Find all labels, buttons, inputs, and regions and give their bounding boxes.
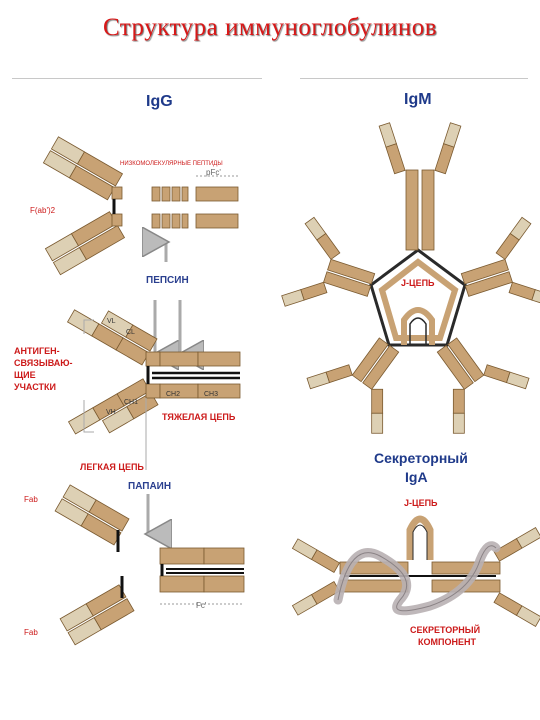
iga-jchain-label: J-ЦЕПЬ [404, 498, 438, 508]
vl-label: VL [107, 318, 116, 325]
secretory-iga-dimer [291, 515, 540, 627]
igm-heading: IgM [404, 91, 432, 108]
ch2-label: CH2 [166, 391, 180, 398]
fab2-label: F(ab')2 [30, 206, 56, 215]
svg-text:СВЯЗЫВАЮ-: СВЯЗЫВАЮ- [14, 358, 73, 368]
igg-heading: IgG [146, 93, 173, 110]
papain-label: ПАПАИН [128, 481, 171, 492]
fab-top-label: Fab [24, 495, 38, 504]
fab-fragment-bottom [59, 576, 135, 646]
antigen-bracket-bottom [83, 400, 94, 433]
secretory-component-outline [337, 545, 497, 612]
svg-text:ЩИЕ: ЩИЕ [14, 370, 36, 380]
pfc-label: pFc' [206, 168, 221, 177]
secretory-component [333, 541, 501, 616]
fab2-fragment [42, 136, 126, 276]
vh-label: VH [106, 409, 116, 416]
igg-molecule [66, 309, 241, 435]
iga-heading-line1: Секреторный [374, 450, 468, 466]
heavy-chain-label: ТЯЖЕЛАЯ ЦЕПЬ [162, 412, 236, 422]
secretory-label-line2: КОМПОНЕНТ [418, 637, 476, 647]
right-divider [300, 78, 528, 79]
left-divider [12, 78, 262, 79]
secretory-label-line1: СЕКРЕТОРНЫЙ [410, 624, 480, 635]
svg-text:УЧАСТКИ: УЧАСТКИ [14, 382, 56, 392]
cl-label: CL [126, 329, 135, 336]
fab-bottom-label: Fab [24, 628, 38, 637]
igm-pentamer [281, 122, 540, 434]
antigen-binding-label: АНТИГЕН- СВЯЗЫВАЮ- ЩИЕ УЧАСТКИ [14, 346, 73, 392]
ch1-label: CH1 [124, 399, 138, 406]
ch3-label: CH3 [204, 391, 218, 398]
pepsin-label: ПЕПСИН [146, 275, 189, 286]
antigen-bracket-top [83, 319, 94, 334]
light-chain-label: ЛЕГКАЯ ЦЕПЬ [80, 462, 144, 472]
iga-heading-line2: IgA [405, 469, 428, 485]
page-title: Структура иммуноглобулинов [102, 14, 438, 41]
low-molecular-label: НИЗКОМОЛЕКУЛЯРНЫЕ ПЕПТИДЫ [120, 161, 223, 167]
pfc-fragment [195, 186, 239, 229]
fc-label: Fc' [196, 601, 207, 610]
svg-text:АНТИГЕН-: АНТИГЕН- [14, 346, 60, 356]
fab-fragment-top [54, 484, 130, 552]
igm-jchain-label: J-ЦЕПЬ [401, 278, 435, 288]
fc-fragment [159, 547, 245, 593]
low-molecular-peptides [151, 186, 189, 229]
